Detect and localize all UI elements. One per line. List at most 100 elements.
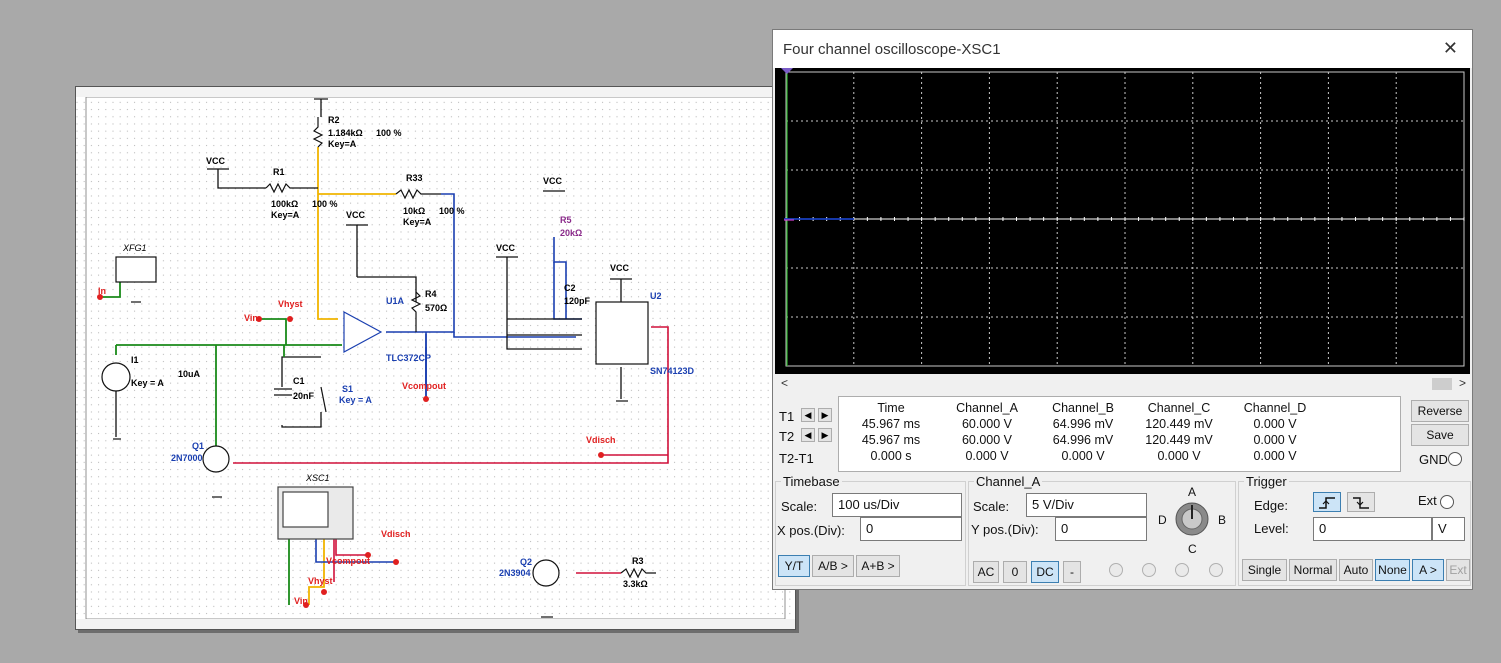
single-button[interactable]: Single bbox=[1242, 559, 1287, 581]
yt-button[interactable]: Y/T bbox=[778, 555, 810, 577]
channel-select-knob-icon[interactable] bbox=[1173, 500, 1211, 538]
label-r5: R5 bbox=[560, 215, 572, 225]
label-vdisch: Vdisch bbox=[586, 435, 616, 445]
channel-radio-2[interactable] bbox=[1142, 563, 1156, 577]
diff-channel-d: 0.000 V bbox=[1253, 449, 1297, 463]
label-r4: R4 bbox=[425, 289, 437, 299]
t1-label: T1 bbox=[779, 409, 795, 424]
col-header-time: Time bbox=[877, 401, 905, 415]
normal-button[interactable]: Normal bbox=[1289, 559, 1337, 581]
label-r33: R33 bbox=[406, 173, 423, 183]
label-r2-value: 1.184kΩ bbox=[328, 128, 363, 138]
edge-label: Edge: bbox=[1254, 498, 1288, 513]
level-unit-select[interactable]: V bbox=[1432, 517, 1465, 541]
ac-button[interactable]: AC bbox=[973, 561, 999, 583]
rising-edge-icon bbox=[1319, 497, 1335, 509]
label-vhyst-2: Vhyst bbox=[308, 576, 333, 586]
level-label: Level: bbox=[1254, 521, 1289, 536]
t2-t1-label: T2-T1 bbox=[779, 451, 814, 466]
t2-time: 45.967 ms bbox=[861, 433, 921, 447]
label-q1: Q1 bbox=[192, 441, 204, 451]
scroll-left-icon[interactable]: < bbox=[781, 376, 789, 390]
channel-title: Channel_A bbox=[974, 474, 1043, 489]
label-xfg1: XFG1 bbox=[122, 243, 147, 253]
label-c2-value: 120pF bbox=[564, 296, 591, 306]
timebase-scale-input[interactable]: 100 us/Div bbox=[832, 493, 962, 517]
ext-radio[interactable] bbox=[1440, 495, 1454, 509]
label-r1-key: Key=A bbox=[271, 210, 300, 220]
a-b-button[interactable]: A/B > bbox=[812, 555, 854, 577]
knob-label-d: D bbox=[1158, 513, 1167, 527]
schematic-canvas[interactable]: R2 1.184kΩ 100 % Key=A VCC R1 100kΩ Key=… bbox=[76, 87, 795, 629]
channel-radio-4[interactable] bbox=[1209, 563, 1223, 577]
channel-group bbox=[968, 481, 1236, 586]
label-vhyst: Vhyst bbox=[278, 299, 303, 309]
horizontal-scrollbar[interactable]: < > bbox=[775, 376, 1470, 392]
trigger-source-a-button[interactable]: A > bbox=[1412, 559, 1444, 581]
scroll-thumb[interactable] bbox=[1432, 378, 1452, 390]
gnd-label: GND bbox=[1419, 452, 1448, 467]
auto-button[interactable]: Auto bbox=[1339, 559, 1373, 581]
t2-channel-b: 64.996 mV bbox=[1052, 433, 1114, 447]
t2-left-arrow-icon[interactable]: ◀ bbox=[801, 428, 815, 442]
rising-edge-button[interactable] bbox=[1313, 492, 1341, 512]
label-c1: C1 bbox=[293, 376, 305, 386]
label-r1-value: 100kΩ bbox=[271, 199, 298, 209]
t1-right-arrow-icon[interactable]: ▶ bbox=[818, 408, 832, 422]
close-icon[interactable]: ✕ bbox=[1442, 38, 1458, 58]
table-row: 0.000 s 0.000 V 0.000 V 0.000 V 0.000 V bbox=[843, 448, 1323, 464]
label-r4-value: 570Ω bbox=[425, 303, 447, 313]
dc-button[interactable]: DC bbox=[1031, 561, 1059, 583]
zero-button[interactable]: 0 bbox=[1003, 561, 1027, 583]
label-vcc4: VCC bbox=[496, 243, 516, 253]
none-button[interactable]: None bbox=[1375, 559, 1410, 581]
label-vcompout: Vcompout bbox=[402, 381, 446, 391]
xpos-label: X pos.(Div): bbox=[777, 523, 845, 538]
t2-right-arrow-icon[interactable]: ▶ bbox=[818, 428, 832, 442]
table-row: 45.967 ms 60.000 V 64.996 mV 120.449 mV … bbox=[843, 432, 1323, 448]
a-plus-b-button[interactable]: A+B > bbox=[856, 555, 900, 577]
title-bar[interactable]: Four channel oscilloscope-XSC1 ✕ bbox=[773, 30, 1472, 68]
diff-channel-a: 0.000 V bbox=[965, 449, 1009, 463]
xpos-input[interactable]: 0 bbox=[860, 517, 962, 541]
schematic-sheet[interactable]: R2 1.184kΩ 100 % Key=A VCC R1 100kΩ Key=… bbox=[75, 86, 796, 630]
t1-channel-c: 120.449 mV bbox=[1145, 417, 1213, 431]
label-s1-key: Key = A bbox=[339, 395, 372, 405]
label-r1-percent: 100 % bbox=[312, 199, 338, 209]
label-r2-key: Key=A bbox=[328, 139, 357, 149]
t1-channel-d: 0.000 V bbox=[1253, 417, 1297, 431]
label-c2: C2 bbox=[564, 283, 576, 293]
gnd-radio[interactable] bbox=[1448, 452, 1462, 466]
label-in: In bbox=[98, 286, 106, 296]
label-c1-value: 20nF bbox=[293, 391, 315, 401]
label-r33-key: Key=A bbox=[403, 217, 432, 227]
scope-screen[interactable] bbox=[775, 68, 1470, 374]
cursor-handle bbox=[781, 68, 793, 74]
channel-scale-input[interactable]: 5 V/Div bbox=[1026, 493, 1147, 517]
save-button[interactable]: Save bbox=[1411, 424, 1469, 446]
ypos-input[interactable]: 0 bbox=[1055, 517, 1147, 541]
t2-channel-c: 120.449 mV bbox=[1145, 433, 1213, 447]
channel-radio-1[interactable] bbox=[1109, 563, 1123, 577]
channel-radio-3[interactable] bbox=[1175, 563, 1189, 577]
minus-button[interactable]: - bbox=[1063, 561, 1081, 583]
scroll-right-icon[interactable]: > bbox=[1458, 376, 1466, 390]
label-vcc3: VCC bbox=[543, 176, 563, 186]
label-vcc1: VCC bbox=[206, 156, 226, 166]
label-i1: I1 bbox=[131, 355, 139, 365]
label-u2: U2 bbox=[650, 291, 662, 301]
t1-left-arrow-icon[interactable]: ◀ bbox=[801, 408, 815, 422]
timebase-group bbox=[775, 481, 966, 586]
level-input[interactable]: 0 bbox=[1313, 517, 1432, 541]
reverse-button[interactable]: Reverse bbox=[1411, 400, 1469, 422]
trigger-ext-button[interactable]: Ext bbox=[1446, 559, 1470, 581]
label-i1-key: Key = A bbox=[131, 378, 164, 388]
t2-label: T2 bbox=[779, 429, 795, 444]
label-q2-model: 2N3904 bbox=[499, 568, 531, 578]
falling-edge-button[interactable] bbox=[1347, 492, 1375, 512]
t1-channel-b: 64.996 mV bbox=[1052, 417, 1114, 431]
timebase-title: Timebase bbox=[781, 474, 842, 489]
label-r5-value: 20kΩ bbox=[560, 228, 582, 238]
oscilloscope-window[interactable]: Four channel oscilloscope-XSC1 ✕ < > T1 … bbox=[772, 29, 1473, 590]
label-vdisch-2: Vdisch bbox=[381, 529, 411, 539]
